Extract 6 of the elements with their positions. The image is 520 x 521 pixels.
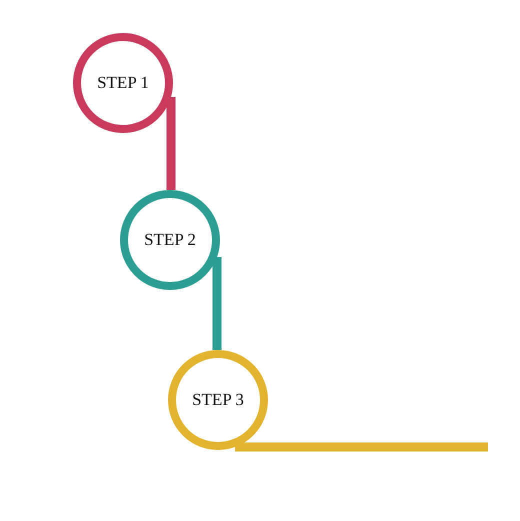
step-label: STEP 1 (97, 73, 149, 93)
step-label: STEP 2 (144, 230, 196, 250)
connector-line (212, 257, 222, 350)
connector-line (166, 97, 176, 190)
connector-line (235, 442, 488, 452)
step-label: STEP 3 (192, 390, 244, 410)
